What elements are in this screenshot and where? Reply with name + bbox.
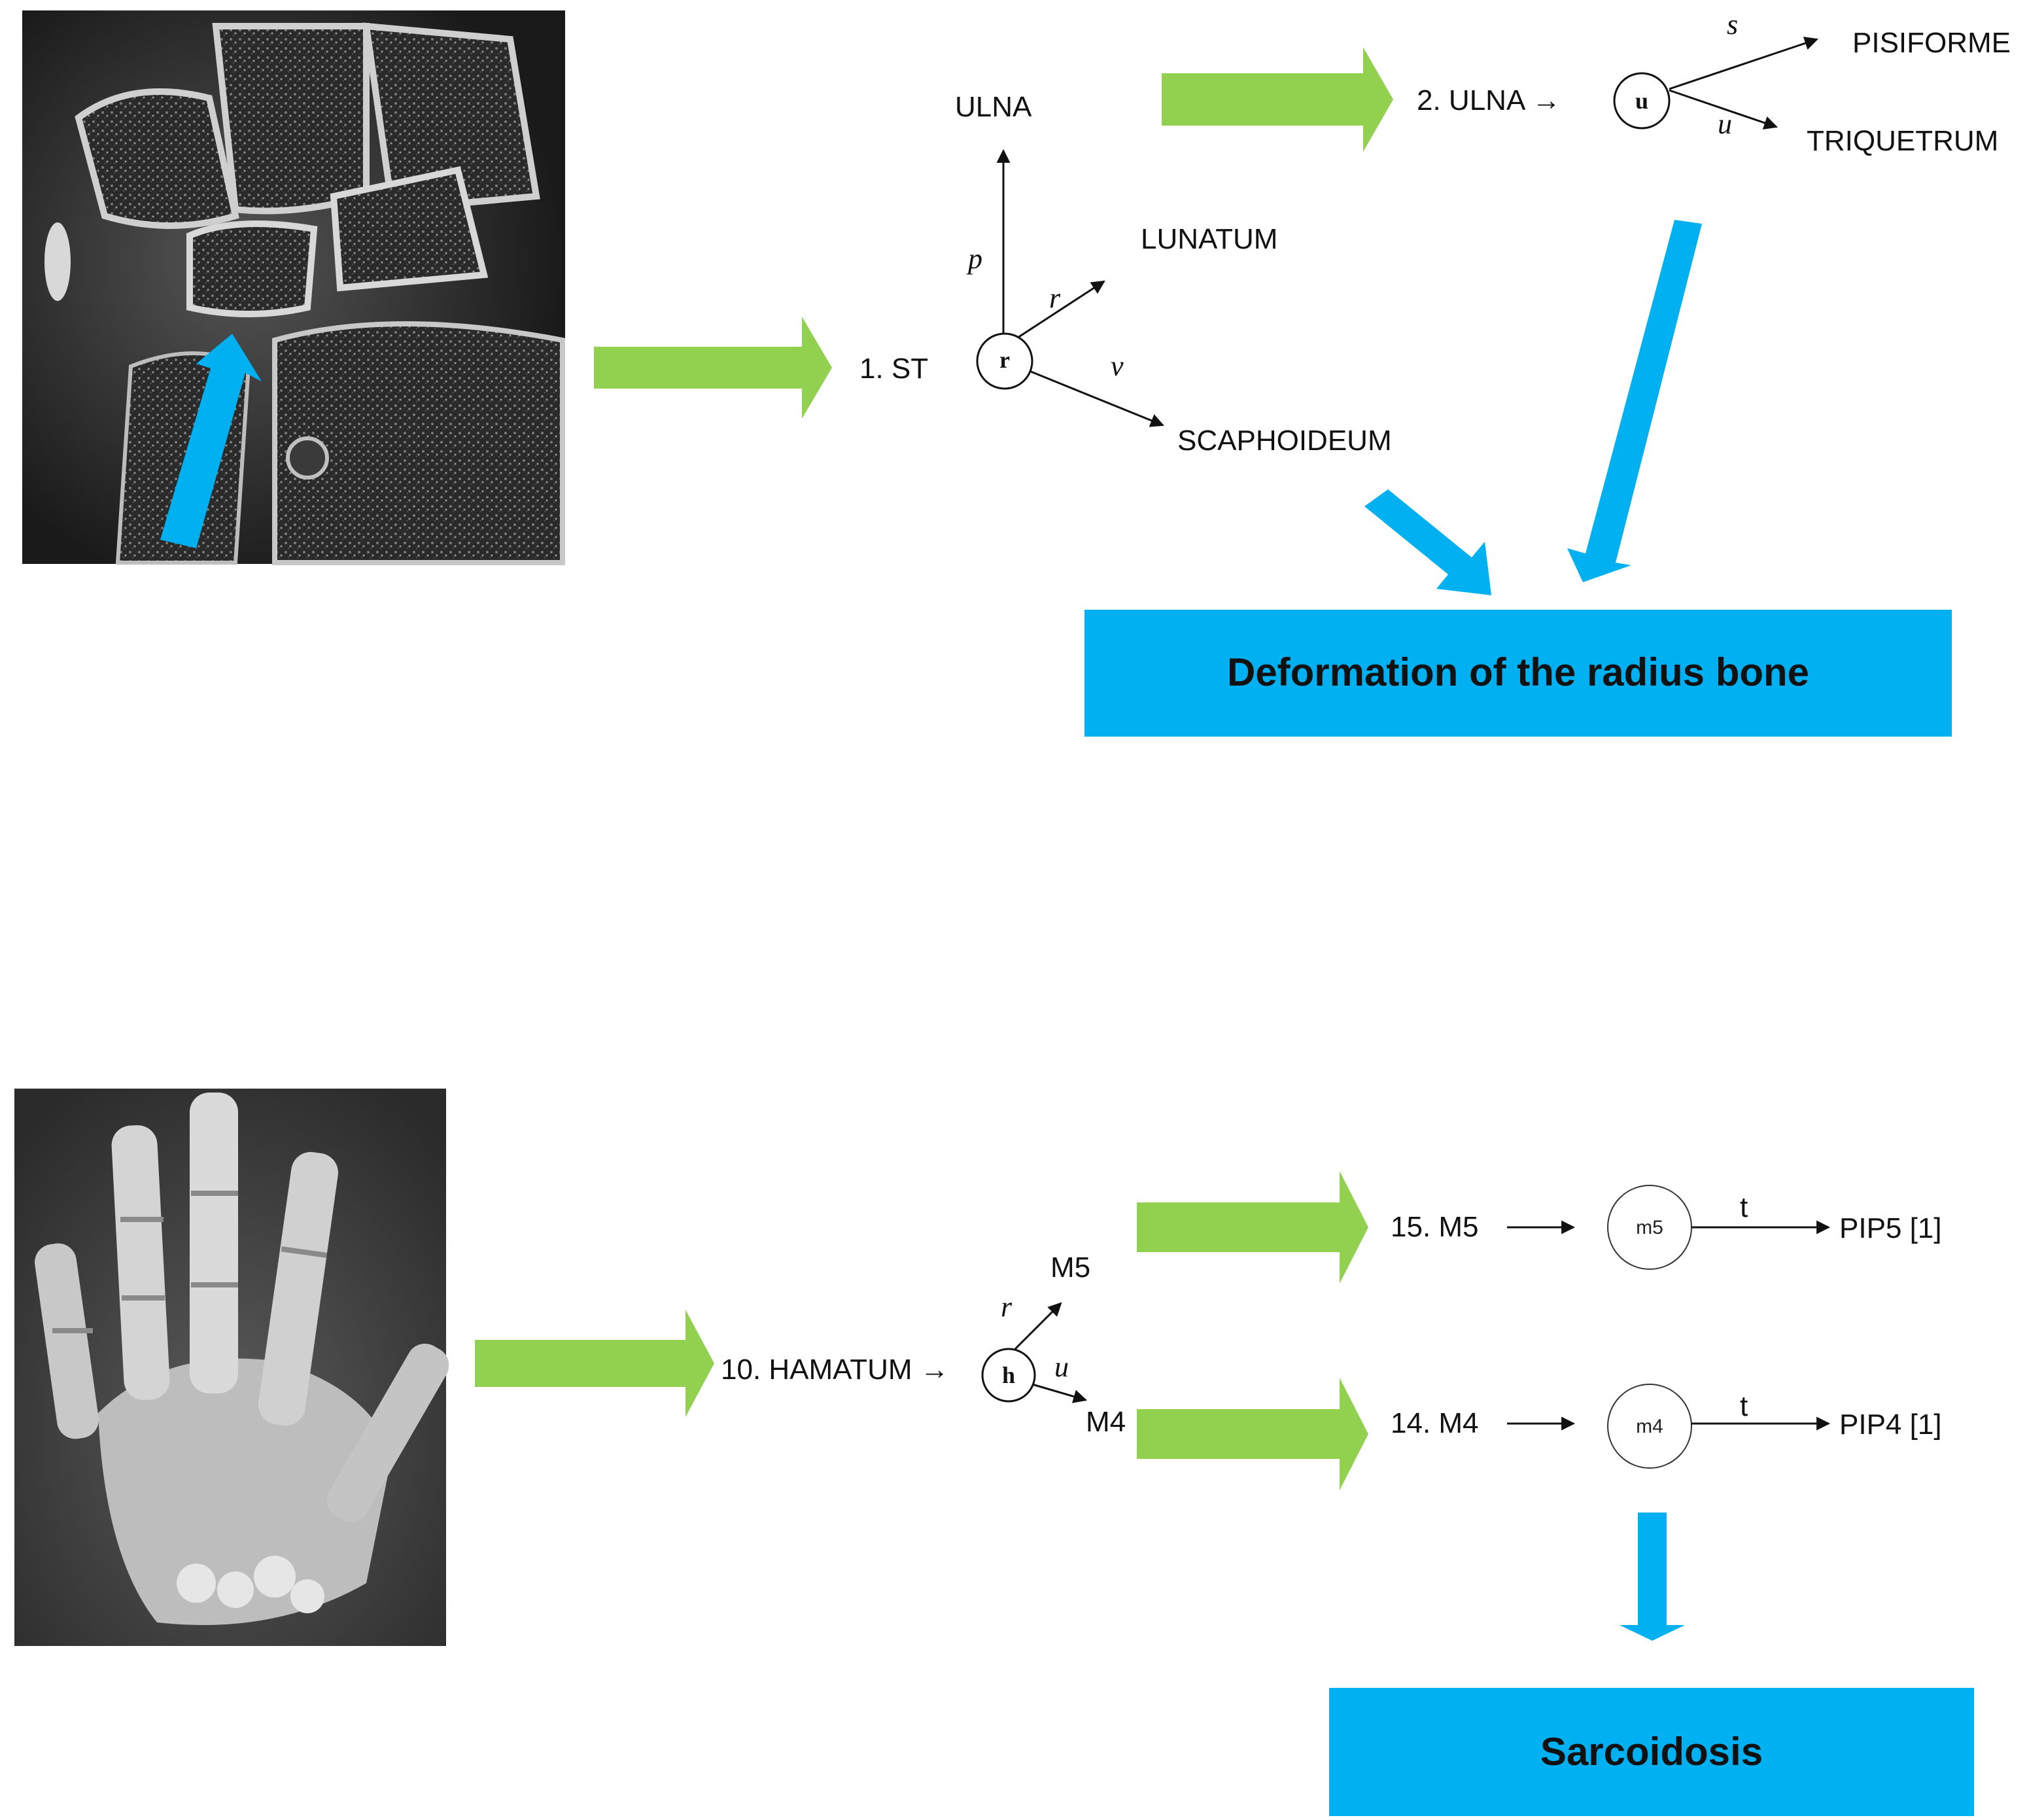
edge-u-label: u xyxy=(1718,108,1732,140)
result-box-radius xyxy=(1084,610,1952,737)
blue-arrow-scaphoideum xyxy=(1364,489,1491,595)
step14-label: 14. M4 xyxy=(1391,1407,1479,1439)
green-arrow-3 xyxy=(475,1310,714,1417)
result-sarcoidosis-text: Sarcoidosis xyxy=(1540,1730,1763,1774)
edge-to-pisiforme xyxy=(1669,37,1818,90)
triquetrum-label: TRIQUETRUM xyxy=(1807,125,1998,157)
pisiforme-label: PISIFORME xyxy=(1852,27,2011,59)
m5-label: M5 xyxy=(1050,1251,1090,1284)
edge-to-triquetrum xyxy=(1669,89,1778,130)
blue-arrow-triquetrum xyxy=(1567,220,1702,582)
hand-xray-image xyxy=(14,1089,449,1646)
edge-r-label-bottom: r xyxy=(1001,1291,1013,1323)
step10-label: 10. HAMATUM → xyxy=(721,1354,949,1386)
node-r-label: r xyxy=(999,347,1010,373)
edge-v-label: v xyxy=(1111,350,1124,382)
green-arrow-2 xyxy=(1162,47,1393,152)
edge-t1-label: t xyxy=(1740,1191,1748,1223)
edge-to-lunatum xyxy=(1017,280,1105,339)
edge-to-m4 xyxy=(1032,1383,1088,1403)
node-h-label: h xyxy=(1002,1362,1015,1388)
result-box-sarcoidosis xyxy=(1329,1688,1974,1816)
edge-p-label: p xyxy=(966,243,982,275)
edge-s-label: s xyxy=(1727,9,1738,41)
blue-arrow-down xyxy=(1620,1513,1685,1641)
node-u-label: u xyxy=(1635,88,1648,114)
lunatum-label: LUNATUM xyxy=(1141,223,1277,255)
edge-to-scaphoideum xyxy=(1030,370,1164,427)
wrist-mri-image xyxy=(22,10,565,565)
node-m5-label: m5 xyxy=(1636,1217,1663,1238)
node-m4-label: m4 xyxy=(1636,1416,1663,1437)
step15-label: 15. M5 xyxy=(1391,1211,1479,1243)
node-h xyxy=(981,1348,1036,1403)
edge-t2-label: t xyxy=(1740,1390,1748,1422)
pip4-label: PIP4 [1] xyxy=(1839,1409,1942,1441)
step2-label: 2. ULNA → xyxy=(1417,84,1561,116)
result-radius-text: Deformation of the radius bone xyxy=(1227,650,1809,694)
green-arrow-5 xyxy=(1137,1378,1368,1490)
edge-to-m5 xyxy=(1014,1302,1062,1350)
node-r xyxy=(976,332,1033,390)
pointer-arrow xyxy=(160,334,262,548)
step1-label: 1. ST xyxy=(859,353,928,385)
node-u xyxy=(1613,72,1671,130)
edge-u-label-bottom: u xyxy=(1054,1351,1069,1383)
scaphoideum-label: SCAPHOIDEUM xyxy=(1177,425,1392,457)
pip5-label: PIP5 [1] xyxy=(1839,1212,1942,1244)
green-arrow-1 xyxy=(594,317,832,419)
green-arrow-4 xyxy=(1137,1171,1368,1284)
m4-label: M4 xyxy=(1086,1406,1126,1438)
edge-r-label: r xyxy=(1049,282,1061,314)
ulna-label: ULNA xyxy=(955,91,1032,123)
node-m4 xyxy=(1607,1384,1692,1469)
